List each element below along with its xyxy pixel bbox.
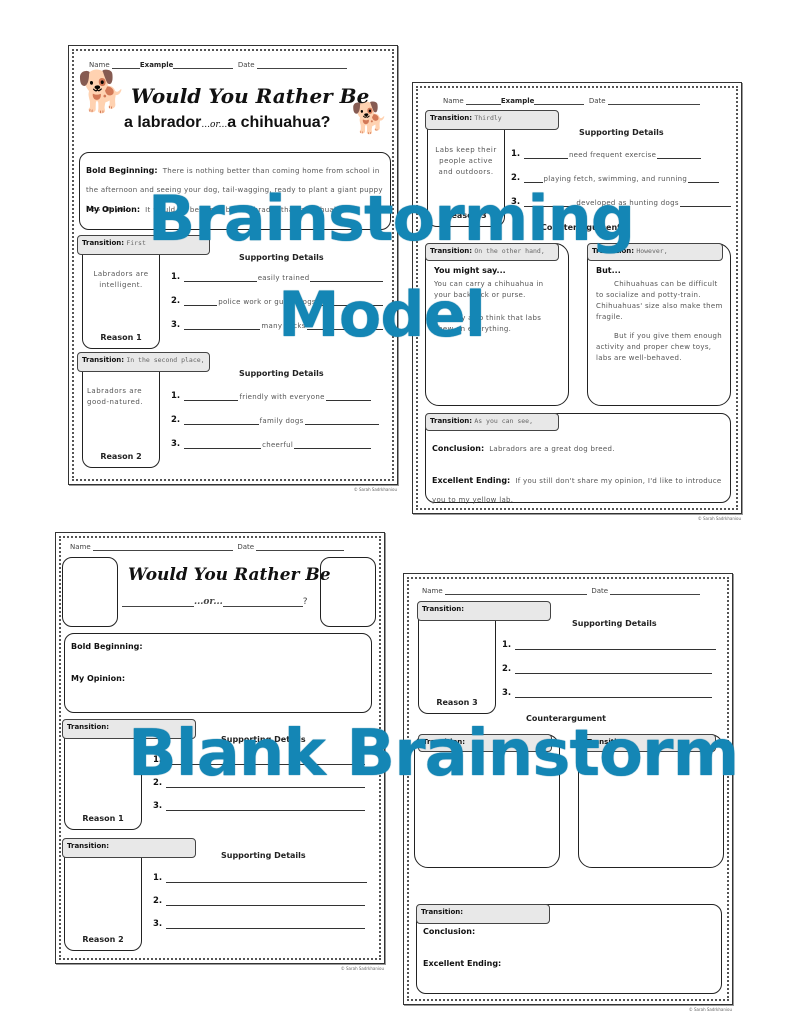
supporting-details-heading: Supporting Details	[579, 128, 664, 137]
blank-worksheet-page-2: Name Date Reason 3 Transition: Supportin…	[403, 573, 733, 1012]
counter-right-box: But... Chihuahuas can be difficult to so…	[587, 243, 731, 406]
my-opinion-text: It would be better to be a Labrador than…	[145, 206, 351, 214]
counter-left-box: You might say... You can carry a chihuah…	[425, 243, 569, 406]
copyright-credit: © Sarah Sadrkhaniou	[688, 1007, 732, 1012]
transition-bar-closing[interactable]: Transition:	[416, 904, 550, 924]
detail-line: 1.easily trained	[171, 272, 383, 282]
transition-bar-reason-2: Transition: In the second place,	[77, 352, 210, 372]
transition-bar-reason-2[interactable]: Transition:	[62, 838, 196, 858]
detail-line[interactable]: 3.	[502, 688, 712, 698]
detail-line[interactable]: 2.	[153, 896, 365, 906]
detail-line: 3.many tricks	[171, 320, 383, 330]
reason-2-box: Reason 2	[64, 855, 142, 951]
detail-line[interactable]: 3.	[153, 801, 365, 811]
detail-line: 3.developed as hunting dogs	[511, 197, 731, 207]
detail-line: 2.family dogs	[171, 415, 380, 425]
supporting-details-heading: Supporting Details	[221, 735, 306, 744]
model-worksheet-page-2: Name Example Date Labs keep their people…	[412, 82, 742, 521]
copyright-credit: © Sarah Sadrkhaniou	[697, 516, 741, 521]
transition-bar-reason-1: Transition: First	[77, 235, 210, 255]
brainstorming-overlay-title: Brainstorming	[148, 182, 635, 255]
worksheet-title: Would You Rather Be	[128, 565, 331, 585]
counterargument-heading: Counterargument	[541, 223, 621, 232]
reason-3-box: Reason 3	[418, 618, 496, 714]
model-overlay-title: Model	[278, 278, 486, 351]
detail-line[interactable]: 1.	[153, 755, 365, 765]
bold-beginning-text: There is nothing better than coming home…	[86, 167, 383, 213]
detail-line[interactable]: 1.	[502, 640, 716, 650]
dotted-border	[407, 577, 729, 1001]
detail-line: 1.friendly with everyone	[171, 391, 371, 401]
transition-bar-counter-right: Transition: However,	[587, 243, 723, 261]
transition-bar-counter-left[interactable]: Transition:	[418, 734, 552, 752]
intro-box: Bold Beginning: There is nothing better …	[79, 152, 391, 230]
detail-line: 2.police work or guide dogs	[171, 296, 383, 306]
counter-right-box[interactable]	[578, 734, 724, 868]
copyright-credit: © Sarah Sadrkhaniou	[340, 966, 384, 971]
blank-worksheet-page-1: Name Date Would You Rather Be ...or...? …	[55, 532, 385, 971]
model-worksheet-page-1: Name Example Date 🐕 🐕 Would You Rather B…	[68, 45, 398, 492]
chihuahua-illustration-icon: 🐕	[351, 101, 389, 136]
detail-line[interactable]: 1.	[153, 873, 367, 883]
dotted-border	[59, 536, 381, 960]
detail-line: 2.playing fetch, swimming, and running	[511, 173, 731, 183]
blank-brainstorm-overlay-title: Blank Brainstorm	[128, 717, 739, 791]
dotted-border	[416, 86, 738, 510]
supporting-details-heading: Supporting Details	[239, 253, 324, 262]
counter-left-box[interactable]	[414, 734, 560, 868]
worksheet-subtitle: a labrador...or...a chihuahua?	[124, 114, 331, 131]
labrador-illustration-icon: 🐕	[77, 69, 127, 115]
supporting-details-heading: Supporting Details	[572, 619, 657, 628]
name-date-row: Name Date	[422, 587, 701, 595]
transition-bar-closing: Transition: As you can see,	[425, 413, 559, 431]
name-date-row: Name Date	[70, 543, 345, 551]
title-blanks: ...or...?	[122, 597, 308, 607]
copyright-credit: © Sarah Sadrkhaniou	[353, 487, 397, 492]
name-date-row: Name Example Date	[89, 61, 347, 69]
dotted-border	[72, 49, 394, 481]
supporting-details-heading: Supporting Details	[239, 369, 324, 378]
transition-bar-counter-left: Transition: On the other hand,	[425, 243, 559, 261]
transition-bar-reason-3: Transition: Thirdly	[425, 110, 559, 130]
detail-line[interactable]: 3.	[153, 919, 365, 929]
worksheet-title: Would You Rather Be	[131, 84, 370, 108]
name-value: Example	[139, 61, 174, 69]
intro-box: Bold Beginning: My Opinion:	[64, 633, 372, 713]
detail-line[interactable]: 2.	[502, 664, 712, 674]
name-date-row: Name Example Date	[443, 97, 700, 105]
counterargument-heading: Counterargument	[526, 714, 606, 723]
reason-3-box: Labs keep their people active and outdoo…	[427, 127, 505, 227]
detail-line[interactable]: 2.	[153, 778, 365, 788]
transition-bar-reason-3[interactable]: Transition:	[417, 601, 551, 621]
supporting-details-heading: Supporting Details	[221, 851, 306, 860]
transition-bar-counter-right[interactable]: Transition:	[582, 734, 716, 752]
detail-line: 3.cheerful	[171, 439, 371, 449]
picture-box-right[interactable]	[320, 557, 376, 627]
picture-box-left[interactable]	[62, 557, 118, 627]
reason-1-box: Reason 1	[64, 735, 142, 830]
transition-bar-reason-1[interactable]: Transition:	[62, 719, 196, 739]
reason-2-box: Labradors are good-natured. Reason 2	[82, 368, 160, 468]
reason-1-box: Labradors are intelligent. Reason 1	[82, 251, 160, 349]
detail-line: 1.need frequent exercise	[511, 149, 702, 159]
